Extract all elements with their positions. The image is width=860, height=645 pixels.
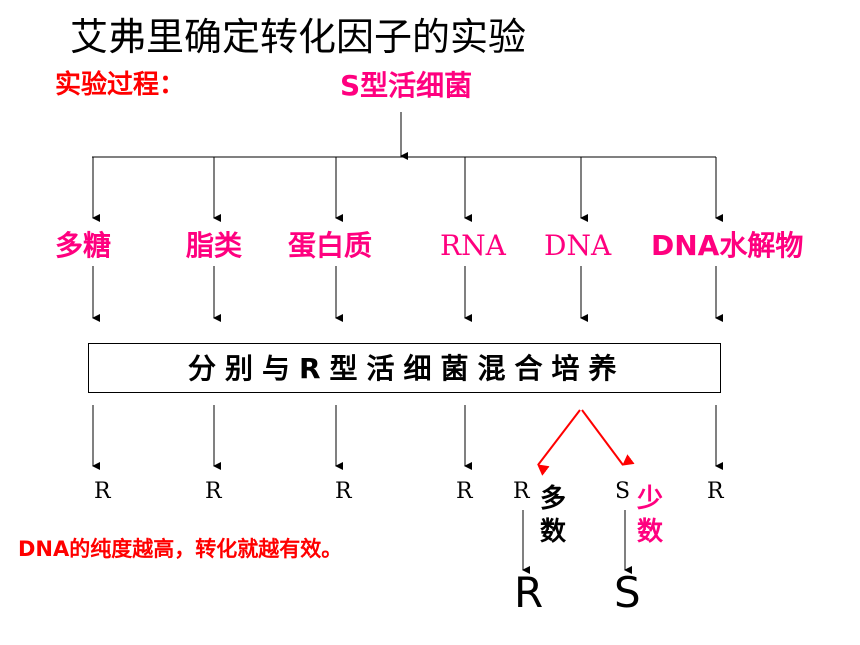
mix-step-label: 分别与R型活细菌混合培养 bbox=[188, 352, 626, 385]
fraction-dna-hydrolysate: DNA水解物 bbox=[651, 229, 804, 262]
result-protein: R bbox=[335, 479, 352, 504]
fraction-protein: 蛋白质 bbox=[288, 229, 373, 262]
result-polysaccharide: R bbox=[94, 479, 111, 504]
fraction-lipid: 脂类 bbox=[186, 229, 243, 262]
process-label: 实验过程： bbox=[55, 70, 186, 100]
dna-split-arrow-left bbox=[537, 409, 581, 476]
result-rna: R bbox=[456, 479, 473, 504]
result-dna-s: S bbox=[615, 479, 631, 504]
page-title: 艾弗里确定转化因子的实验 bbox=[70, 15, 527, 59]
final-s: S bbox=[614, 568, 641, 617]
result-lipid: R bbox=[205, 479, 222, 504]
result-dna-r: R bbox=[513, 479, 530, 504]
result-dna-hydrolysate: R bbox=[707, 479, 724, 504]
fraction-dna: DNA bbox=[544, 229, 612, 262]
final-r: R bbox=[514, 568, 544, 617]
source-label: S型活细菌 bbox=[340, 69, 473, 102]
fraction-polysaccharide: 多糖 bbox=[55, 229, 112, 262]
dna-split-arrow-right bbox=[581, 409, 635, 466]
fraction-rna: RNA bbox=[440, 229, 506, 262]
conclusion-text: DNA的纯度越高，转化就越有效。 bbox=[18, 537, 343, 561]
mix-box bbox=[88, 343, 721, 393]
few-label: 少数 bbox=[636, 484, 663, 547]
many-label: 多数 bbox=[539, 484, 566, 547]
